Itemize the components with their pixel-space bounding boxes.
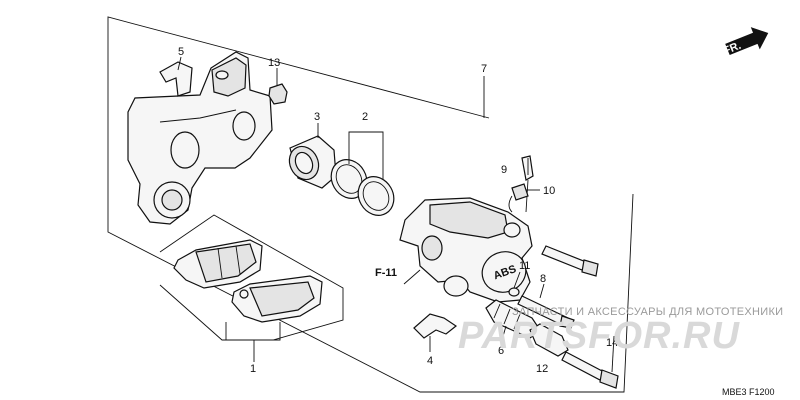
small-o-ring [508,287,520,297]
brake-pad-front [231,275,323,323]
retainer-clip [159,61,193,97]
pin-bolt-upper [541,245,599,277]
label-part-7: 7 [481,63,487,75]
label-part-9: 9 [501,164,507,176]
label-part-8: 8 [540,273,546,285]
caliper-body: ABS [399,197,533,303]
diagram-code: MBE3 F1200 [722,387,775,397]
bleeder-cap [508,183,529,213]
label-reference-f11: F-11 [375,267,397,279]
label-part-11: 11 [519,260,530,272]
leader-lines [177,56,615,373]
label-part-10: 10 [543,185,555,197]
label-part-6: 6 [498,345,504,357]
caliper-bracket [127,51,273,225]
label-part-12: 12 [536,363,548,375]
brake-pad-back [173,239,263,289]
label-part-3: 3 [314,111,320,123]
watermark-site: PARTSFOR.RU [458,315,740,357]
label-part-5: 5 [178,46,184,58]
label-part-4: 4 [427,355,433,367]
label-part-1: 1 [250,363,256,375]
label-part-14: 14 [606,337,618,349]
mounting-bolt [561,351,619,389]
front-direction-arrow: FR. [722,27,769,57]
pad-group-frame [159,214,344,341]
watermark-tagline: ЗАПЧАСТИ И АКСЕССУАРЫ ДЛЯ МОТОТЕХНИКИ [512,306,783,318]
piston [288,135,337,189]
pin-bushing [529,323,569,357]
bleed-cap [268,83,288,105]
piston-seals [330,159,395,216]
label-part-2: 2 [362,111,368,123]
label-part-13: 13 [268,57,280,69]
slide-pin [517,295,575,329]
pad-spring [413,313,458,339]
